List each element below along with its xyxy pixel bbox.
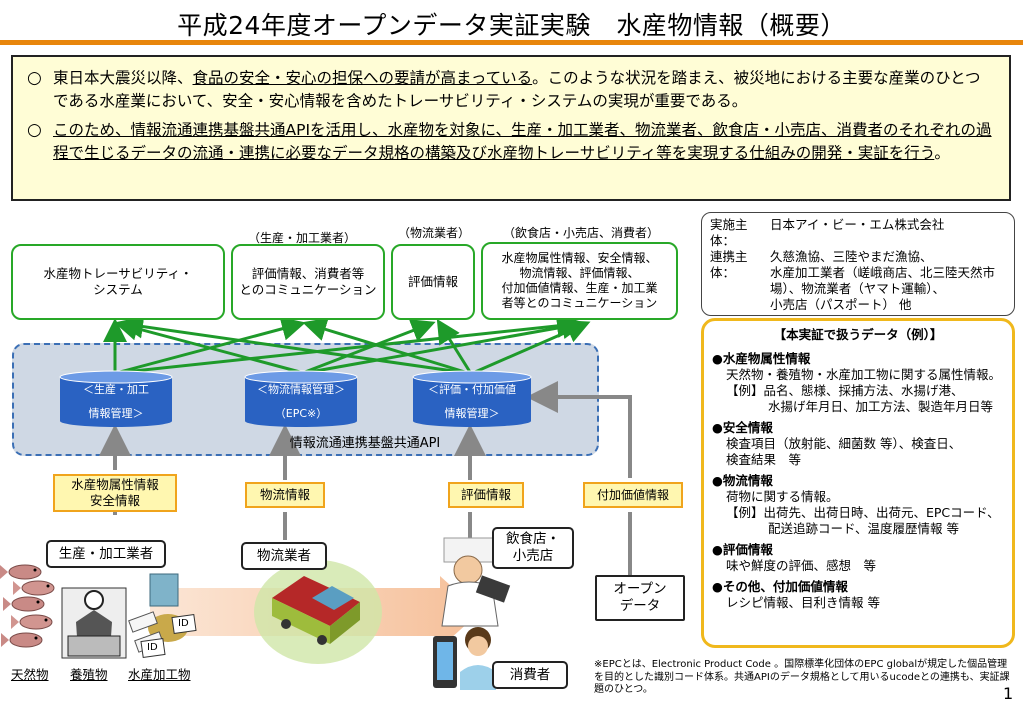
partners-value: 久慈漁協、三陸やまだ漁協、 水産加工業者（嵯峨商店、北三陸天然市場）、物流業者（… bbox=[770, 249, 996, 312]
intro-p1-underlined: 食品の安全・安心の担保への要請が高まっている bbox=[192, 69, 533, 87]
intro-p2-rest: 。 bbox=[934, 144, 950, 162]
label-natural: 天然物 bbox=[11, 667, 49, 682]
organizations-panel: 実施主体： 日本アイ・ビー・エム株式会社 連携主体： 久慈漁協、三陸やまだ漁協、 水… bbox=[701, 212, 1015, 316]
database-cylinders bbox=[59, 370, 532, 427]
db-evaluation-label: ＜評価・付加価値 情報管理＞ bbox=[413, 378, 531, 426]
actor-consumer: 消費者 bbox=[492, 661, 568, 689]
section-attribute-line: 天然物・養殖物・水産加工物に関する属性情報。 bbox=[726, 367, 1002, 382]
section-logistics-line: 【例】出荷先、出荷日時、出荷元、EPCコード、 bbox=[726, 505, 1000, 520]
bullet-circle: ○ bbox=[27, 68, 42, 88]
db-logistics-line2: （EPC※） bbox=[274, 407, 328, 420]
implementer-key: 実施主体： bbox=[710, 217, 748, 248]
title-underline-bar bbox=[0, 40, 1023, 45]
label-processed: 水産加工物 bbox=[128, 667, 191, 682]
intro-paragraph-2: ○ このため、情報流通連携基盤共通APIを活用し、水産物を対象に、生産・加工業者… bbox=[27, 119, 995, 165]
actor-retail: 飲食店・ 小売店 bbox=[492, 527, 574, 569]
db-evaluation-line2: 情報管理＞ bbox=[444, 407, 500, 420]
section-attribute-line: 【例】品名、態様、採捕方法、水揚げ港、 bbox=[726, 383, 964, 398]
box-retail-consumer-info: 水産物属性情報、安全情報、 物流情報、評価情報、 付加価値情報、生産・加工業 者… bbox=[481, 242, 678, 320]
label-farmed: 養殖物 bbox=[70, 667, 108, 682]
page-number: 1 bbox=[1003, 684, 1014, 703]
data-examples-panel: 【本実証で扱うデータ（例）】 ●水産物属性情報 天然物・養殖物・水産加工物に関す… bbox=[701, 318, 1015, 648]
box-traceability-system: 水産物トレーサビリティ・ システム bbox=[11, 244, 225, 320]
platform-label: 情報流通連携基盤共通API bbox=[289, 436, 441, 451]
fish-icon bbox=[13, 580, 55, 596]
implementer-value: 日本アイ・ビー・エム株式会社 bbox=[770, 217, 945, 232]
db-production-cylinder bbox=[59, 370, 173, 427]
db-evaluation-cylinder bbox=[412, 370, 532, 427]
intro-p1-rest: 。このような状況を踏まえ、被災地における主要な産業のひとつである水産業において、… bbox=[53, 69, 981, 110]
intro-paragraph-1: ○ 東日本大震災以降、食品の安全・安心の担保への要請が高まっている。このような状… bbox=[27, 67, 995, 113]
section-logistics-line: 荷物に関する情報。 bbox=[726, 489, 839, 504]
fish-icon bbox=[1, 632, 43, 648]
db-logistics-cylinder bbox=[244, 370, 358, 427]
section-evaluation-head: ●評価情報 bbox=[712, 542, 773, 557]
truck-illustration bbox=[254, 560, 382, 664]
intro-p2-underlined: このため、情報流通連携基盤共通APIを活用し、水産物を対象に、生産・加工業者、物… bbox=[53, 121, 992, 162]
box-logistics-evaluation: 評価情報 bbox=[391, 244, 475, 320]
db-production-line1: ＜生産・加工 bbox=[83, 383, 149, 396]
db-evaluation-line1: ＜評価・付加価値 bbox=[428, 383, 516, 396]
db-production-label: ＜生産・加工 情報管理＞ bbox=[60, 378, 172, 426]
fisherman-illustration bbox=[61, 587, 127, 659]
section-safety-line: 検査結果 等 bbox=[726, 452, 802, 467]
id-tag-icon bbox=[140, 613, 197, 659]
intro-p1-lead: 東日本大震災以降、 bbox=[53, 69, 193, 87]
section-other-head: ●その他、付加価値情報 bbox=[712, 579, 848, 594]
caption-producer: （生産・加工業者） bbox=[247, 231, 356, 245]
consumer-illustration bbox=[433, 627, 496, 690]
intro-panel: ○ 東日本大震災以降、食品の安全・安心の担保への要請が高まっている。このような状… bbox=[11, 55, 1011, 201]
page-title: 平成24年度オープンデータ実証実験 水産物情報（概要） bbox=[177, 11, 846, 40]
label-attribute-safety-info: 水産物属性情報 安全情報 bbox=[53, 474, 177, 512]
fish-icon bbox=[3, 596, 45, 612]
green-connector-arrows bbox=[103, 313, 591, 374]
actor-producer: 生産・加工業者 bbox=[46, 540, 166, 568]
section-other-line: レシピ情報、目利き情報 等 bbox=[726, 595, 880, 610]
section-attribute-line: 水揚げ年月日、加工方法、製造年月日等 bbox=[768, 399, 994, 414]
db-logistics-label: ＜物流情報管理＞ （EPC※） bbox=[245, 378, 357, 426]
section-logistics-head: ●物流情報 bbox=[712, 473, 773, 488]
caption-logistics: （物流業者） bbox=[397, 226, 470, 240]
grey-upload-arrows bbox=[99, 381, 632, 575]
section-safety-head: ●安全情報 bbox=[712, 420, 773, 435]
label-logistics-info: 物流情報 bbox=[245, 482, 325, 508]
db-production-line2: 情報管理＞ bbox=[88, 407, 144, 420]
epc-footnote: ※EPCとは、Electronic Product Code 。国際標準化団体の… bbox=[594, 659, 1010, 695]
id-tag-label: ID bbox=[147, 642, 158, 653]
section-attribute-head: ●水産物属性情報 bbox=[712, 351, 811, 366]
section-safety-line: 検査項目（放射能、細菌数 等）、検査日、 bbox=[726, 436, 962, 451]
fish-icon bbox=[0, 564, 42, 580]
label-value-added-info: 付加価値情報 bbox=[583, 482, 683, 508]
bullet-circle: ○ bbox=[27, 120, 42, 140]
data-examples-title: 【本実証で扱うデータ（例）】 bbox=[773, 327, 943, 342]
fish-icon-group bbox=[0, 564, 55, 648]
actor-open-data: オープン データ bbox=[595, 575, 685, 621]
caption-retail: （飲食店・小売店、消費者） bbox=[502, 226, 659, 240]
id-tag-label: ID bbox=[178, 618, 189, 629]
partners-key: 連携主体： bbox=[710, 249, 748, 280]
box-producer-communication: 評価情報、消費者等 とのコミュニケーション bbox=[231, 244, 385, 320]
fish-icon bbox=[11, 614, 53, 630]
actor-logistics: 物流業者 bbox=[241, 542, 327, 570]
label-evaluation-info: 評価情報 bbox=[448, 482, 524, 508]
db-logistics-line1: ＜物流情報管理＞ bbox=[257, 383, 345, 396]
section-evaluation-line: 味や鮮度の評価、感想 等 bbox=[726, 558, 877, 573]
section-logistics-line: 配送追跡コード、温度履歴情報 等 bbox=[768, 521, 959, 536]
